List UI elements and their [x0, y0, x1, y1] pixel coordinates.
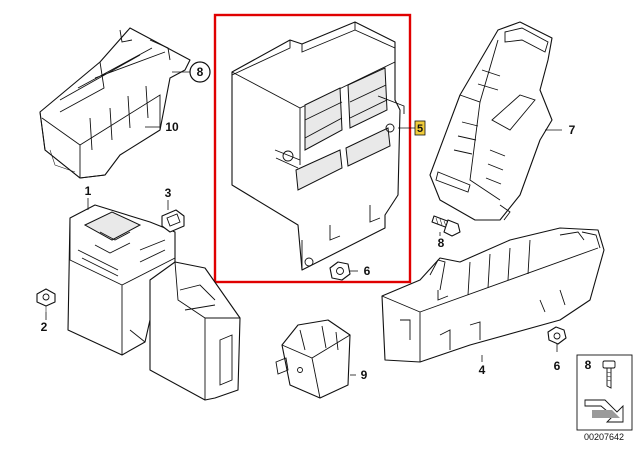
callout-8-top[interactable]: 8: [189, 61, 211, 83]
part-6-nut-right[interactable]: [547, 326, 567, 345]
part-housing: [149, 261, 241, 401]
diagram-id: 00207642: [584, 432, 624, 442]
legend-box: 8: [576, 354, 633, 431]
screw-icon[interactable]: [431, 215, 461, 237]
label-1[interactable]: 1: [85, 184, 92, 198]
part-4-tray[interactable]: [381, 227, 605, 363]
part-7-carrier[interactable]: [429, 21, 553, 221]
label-10[interactable]: 10: [165, 120, 179, 134]
label-6-right[interactable]: 6: [554, 359, 561, 373]
highlight-frame: [213, 13, 412, 284]
label-6-middle[interactable]: 6: [364, 264, 371, 278]
screw-icon: [602, 360, 616, 389]
nut-icon[interactable]: [329, 261, 351, 281]
label-8-middle[interactable]: 8: [438, 236, 445, 250]
part-2-screw[interactable]: [36, 288, 56, 312]
page-arrow-icon: [584, 399, 624, 423]
legend-part-number: 8: [585, 358, 592, 372]
part-3-clip[interactable]: [161, 209, 185, 233]
callout-5-marker[interactable]: 5: [414, 120, 426, 136]
svg-text:8: 8: [197, 65, 204, 79]
part-10-holder[interactable]: [39, 27, 191, 179]
label-4[interactable]: 4: [479, 363, 486, 377]
part-5-bracket[interactable]: [231, 21, 405, 271]
label-2[interactable]: 2: [41, 320, 48, 334]
svg-text:5: 5: [417, 123, 423, 135]
label-3[interactable]: 3: [165, 186, 172, 200]
part-9-relay[interactable]: [275, 319, 351, 399]
label-7[interactable]: 7: [569, 123, 576, 137]
label-9[interactable]: 9: [361, 368, 368, 382]
